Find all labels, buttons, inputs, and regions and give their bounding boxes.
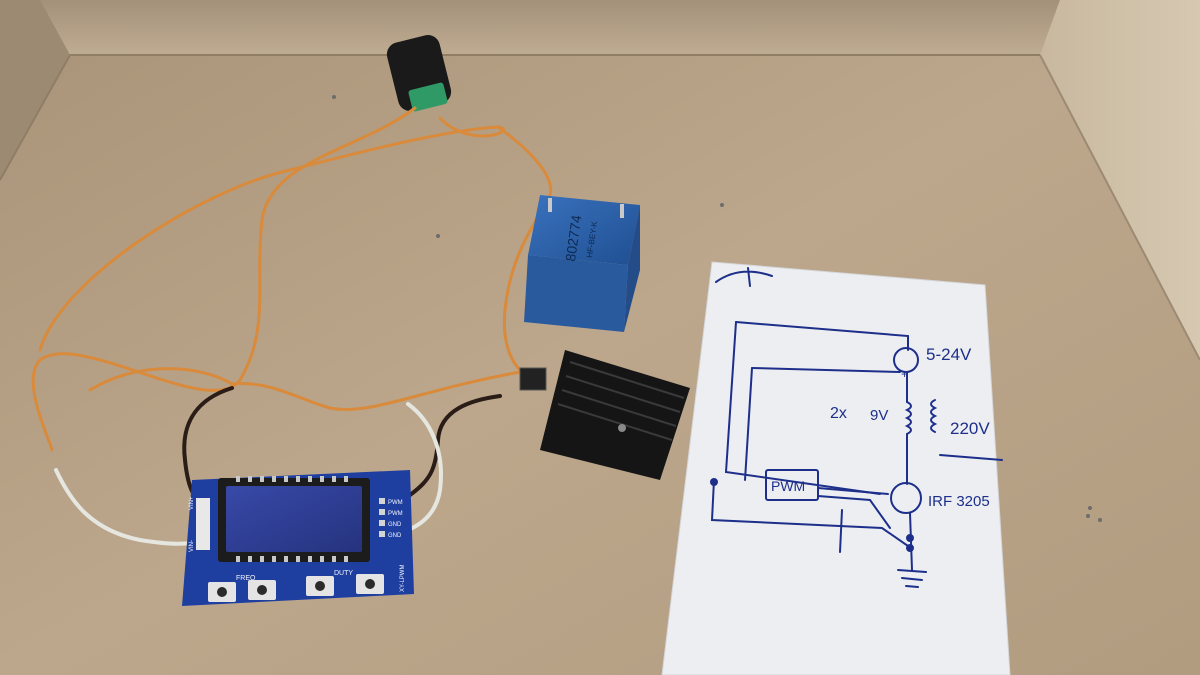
mosfet-body: [519, 367, 547, 391]
input-terminal: [196, 498, 210, 550]
module-model-label: XY-LPWM: [400, 565, 406, 592]
schematic-inner-left: [744, 367, 753, 481]
paper: [661, 261, 1011, 675]
paper-sheet: + 5-24V 2x 9V 220V PWM IRF 3205: [661, 261, 1011, 675]
corner-scribble: [715, 267, 773, 287]
dc-barrel-jack: [386, 35, 452, 112]
orange-wire: [38, 116, 505, 352]
relay-side: [624, 205, 640, 332]
tactile-buttons: [208, 574, 384, 602]
box-right-wall: [1040, 0, 1200, 360]
orange-wire: [230, 370, 522, 411]
schematic-mosfet-label: IRF 3205: [928, 493, 990, 510]
node-dot: [906, 544, 914, 552]
relay: 802774 HF-BEY-K: [524, 195, 640, 332]
relay-pin: [620, 204, 624, 218]
schematic-supply-label: 5-24V: [926, 345, 972, 364]
pwm-box: [765, 469, 819, 501]
transformer-secondary: [930, 399, 1003, 461]
orange-wire: [88, 367, 234, 392]
relay-pin: [548, 198, 552, 212]
orange-wire: [496, 125, 553, 372]
button-group-label-duty: DUTY: [334, 570, 353, 577]
pwm-bottom-wire: [710, 479, 909, 547]
pwm-to-gate: [817, 487, 889, 495]
heatsink-fins: [557, 361, 685, 441]
heatsink-body: [540, 350, 690, 480]
coil-symbol: [904, 401, 912, 435]
pin-label-pwm-2: PWM: [388, 511, 403, 517]
schematic-coil-voltage-label: 9V: [870, 407, 888, 424]
white-wire: [406, 402, 443, 532]
box-left-wall: [0, 0, 70, 180]
lcd-pins: [236, 476, 348, 562]
pwm-gnd-wire: [817, 495, 891, 529]
hand-drawn-schematic: [710, 267, 1003, 588]
schematic-top-wire: [735, 321, 909, 351]
mosfet-symbol: [890, 482, 922, 514]
heatsink: [519, 350, 690, 480]
stray-line: [839, 509, 843, 553]
pin-label-gnd-1: GND: [388, 522, 402, 528]
cardboard-debris: [332, 95, 1102, 522]
schematic-inner-wire: [751, 367, 901, 373]
header-pins: [379, 498, 385, 537]
box-back-wall: [40, 0, 1060, 55]
schematic-controller-label: PWM: [771, 478, 805, 494]
orange-wire: [31, 106, 417, 452]
box-fold-line: [1039, 54, 1200, 361]
schematic-coil-count-label: 2x: [830, 405, 847, 422]
input-label-vin-plus: VIN+: [189, 496, 195, 510]
pwm-module: PWM PWM GND GND VIN+ VIN- FREQ DUTY XY-L…: [182, 470, 414, 606]
button-group-label-freq: FREQ: [236, 575, 256, 582]
lcd-screen: [226, 486, 362, 552]
jack-terminal: [408, 82, 448, 112]
ground-symbol: [897, 569, 927, 588]
schematic-output-voltage-label: 220V: [950, 419, 990, 438]
relay-top: [528, 195, 640, 265]
relay-part-number: 802774: [562, 214, 584, 263]
pin-label-pwm-1: PWM: [388, 500, 403, 506]
schematic-left-wire: [724, 321, 881, 495]
node-dot: [906, 534, 914, 542]
node-dot: [710, 478, 718, 486]
black-wire: [408, 394, 502, 497]
input-label-vin-minus: VIN-: [189, 540, 195, 552]
schematic-plus-sign: +: [901, 367, 908, 381]
heatsink-screw: [618, 424, 626, 432]
relay-front: [524, 255, 628, 332]
pin-label-gnd-2: GND: [388, 533, 402, 539]
box-fold-line: [0, 54, 71, 181]
